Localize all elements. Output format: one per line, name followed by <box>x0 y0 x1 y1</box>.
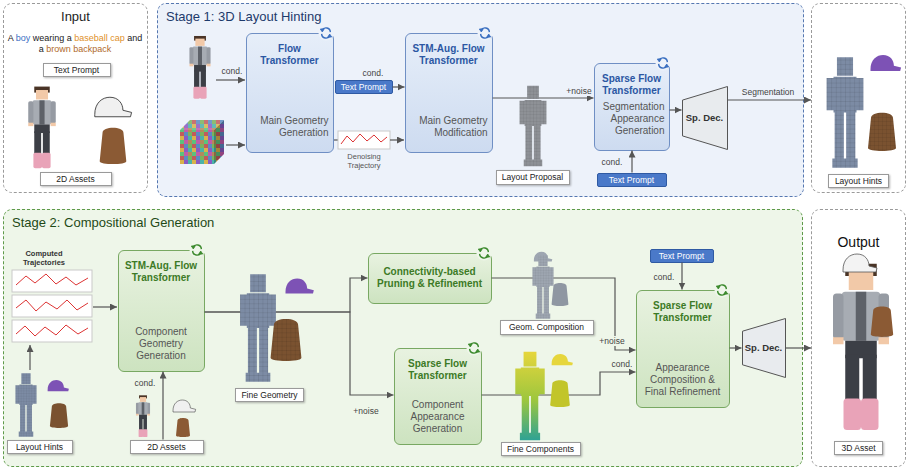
caption-box: Text Prompt <box>43 63 111 77</box>
caption-box: Fine Geometry <box>235 388 304 402</box>
label-holder: cond. <box>217 66 247 76</box>
edge-label-holder: cond. <box>134 378 157 388</box>
decoder-label: Sp. Dec. <box>686 112 724 123</box>
condition-label: cond. <box>217 66 247 76</box>
caption-box: Layout Proposal <box>496 170 570 185</box>
edge-label-holder: +noise <box>352 406 379 416</box>
caption-box: Geom. Composition <box>500 320 594 335</box>
edge-label-holder: +noise <box>598 336 625 346</box>
result-panel: Layout Hints <box>811 3 906 193</box>
model-name: Sparse Flow Transformer <box>641 300 725 324</box>
input-panel: InputText Prompt 2D Assets <box>3 3 148 193</box>
model-role: Appearance Composition & Final Refinemen… <box>641 362 725 398</box>
edge-label: +noise <box>598 336 625 346</box>
model-role: Main Geometry Generation <box>251 115 329 143</box>
caption: Layout Hints <box>828 174 889 188</box>
model-role: Segmentation Appearance Generation <box>599 101 665 141</box>
pill-text: Text Prompt <box>341 82 386 92</box>
edge-label-holder: +noise <box>565 86 592 96</box>
edge-label-holder: cond. <box>601 157 624 167</box>
model-role: Main Geometry Modification <box>410 115 488 143</box>
edge-label: cond. <box>611 359 634 369</box>
prompt-word: backpack <box>73 44 111 54</box>
model-box: Flow TransformerMain Geometry Generation <box>246 33 334 153</box>
caption: 2D Assets <box>147 442 185 452</box>
caption: Layout Hints <box>16 442 63 452</box>
decoder-label: Sp. Dec. <box>745 342 783 353</box>
edge-label-holder: cond. <box>653 272 676 282</box>
edge-label: cond. <box>134 378 157 388</box>
model-name: STM-Aug. Flow Transformer <box>410 43 488 67</box>
model-role: Component Appearance Generation <box>399 399 477 435</box>
decoder-trapezoid: Sp. Dec. <box>682 86 728 150</box>
caption: Geom. Composition <box>509 322 584 332</box>
decoder-shape <box>742 318 785 377</box>
caption: Fine Geometry <box>241 390 297 400</box>
caption: 3D Asset <box>834 441 882 455</box>
stage-panel: Stage 2: Compositional GenerationLayout … <box>3 209 803 467</box>
caption-box: 2D Assets <box>40 172 112 186</box>
pill-text: Text Prompt <box>659 251 704 261</box>
prompt-word: brown <box>46 44 71 54</box>
caption-box: Layout Hints <box>7 440 73 454</box>
model-role: Component Geometry Generation <box>123 326 200 362</box>
model-name: Sparse Flow Transformer <box>399 358 477 382</box>
label-holder: A boy wearing a baseball cap and a brown… <box>7 33 143 56</box>
prompt-word: a <box>67 33 72 43</box>
label-holder: Computed Trajectories <box>9 250 79 267</box>
edge-label-holder: cond. <box>362 68 385 78</box>
edge-label: +noise <box>565 86 592 96</box>
caption-box: Fine Components <box>501 442 581 456</box>
prompt-text: A boy wearing a baseball cap and a brown… <box>7 33 143 56</box>
caption: 2D Assets <box>56 174 94 184</box>
stage-panel: Stage 1: 3D Layout HintingFlow Transform… <box>157 3 804 197</box>
model-box: STM-Aug. Flow TransformerMain Geometry M… <box>405 33 493 153</box>
panel-title: Input <box>4 4 147 24</box>
model-box: Sparse Flow TransformerComponent Appeara… <box>394 348 482 445</box>
trajectory-label: Denoising Trajectory <box>335 153 393 170</box>
prompt-pill: Text Prompt <box>650 249 714 263</box>
caption-box: 2D Assets <box>130 440 204 454</box>
edge-label: +noise <box>352 406 379 416</box>
pill-text: Text Prompt <box>609 175 654 185</box>
edge-label: Segmentation <box>741 87 795 97</box>
process-name: Connectivity-based Pruning & Refinement <box>373 266 487 290</box>
panel-title: Output <box>837 234 879 250</box>
process-box: Connectivity-based Pruning & Refinement <box>368 253 492 304</box>
prompt-word: baseball <box>74 33 108 43</box>
edge-label: cond. <box>601 157 624 167</box>
edge-label: cond. <box>362 68 385 78</box>
panel-title: Stage 1: 3D Layout Hinting <box>158 4 803 24</box>
model-box: Sparse Flow TransformerSegmentation Appe… <box>594 63 670 151</box>
model-box: Sparse Flow TransformerAppearance Compos… <box>636 290 730 408</box>
prompt-word: wearing <box>33 33 65 43</box>
prompt-word: and <box>127 33 142 43</box>
prompt-pill: Text Prompt <box>335 80 393 94</box>
edge-label-holder: cond. <box>611 359 634 369</box>
model-name: STM-Aug. Flow Transformer <box>123 260 200 284</box>
edge-label: cond. <box>653 272 676 282</box>
label-holder: Denoising Trajectory <box>335 153 393 170</box>
model-name: Sparse Flow Transformer <box>599 73 665 97</box>
decoder-shape <box>682 86 727 149</box>
caption: Text Prompt <box>54 65 99 75</box>
decoder-trapezoid: Sp. Dec. <box>742 318 786 378</box>
model-box: STM-Aug. Flow TransformerComponent Geome… <box>118 250 205 372</box>
result-panel: Output 3D Asset <box>811 209 906 467</box>
panel-title: Stage 2: Compositional Generation <box>4 210 802 230</box>
model-name: Flow Transformer <box>251 43 329 67</box>
prompt-word: a <box>39 44 44 54</box>
trajectory-label: Computed Trajectories <box>9 250 79 267</box>
prompt-word: A <box>8 33 14 43</box>
prompt-word: boy <box>16 33 31 43</box>
caption: Layout Proposal <box>502 172 563 182</box>
edge-label-holder: Segmentation <box>741 87 795 97</box>
prompt-pill: Text Prompt <box>597 173 667 187</box>
caption: Fine Components <box>507 444 574 454</box>
prompt-word: cap <box>110 33 125 43</box>
